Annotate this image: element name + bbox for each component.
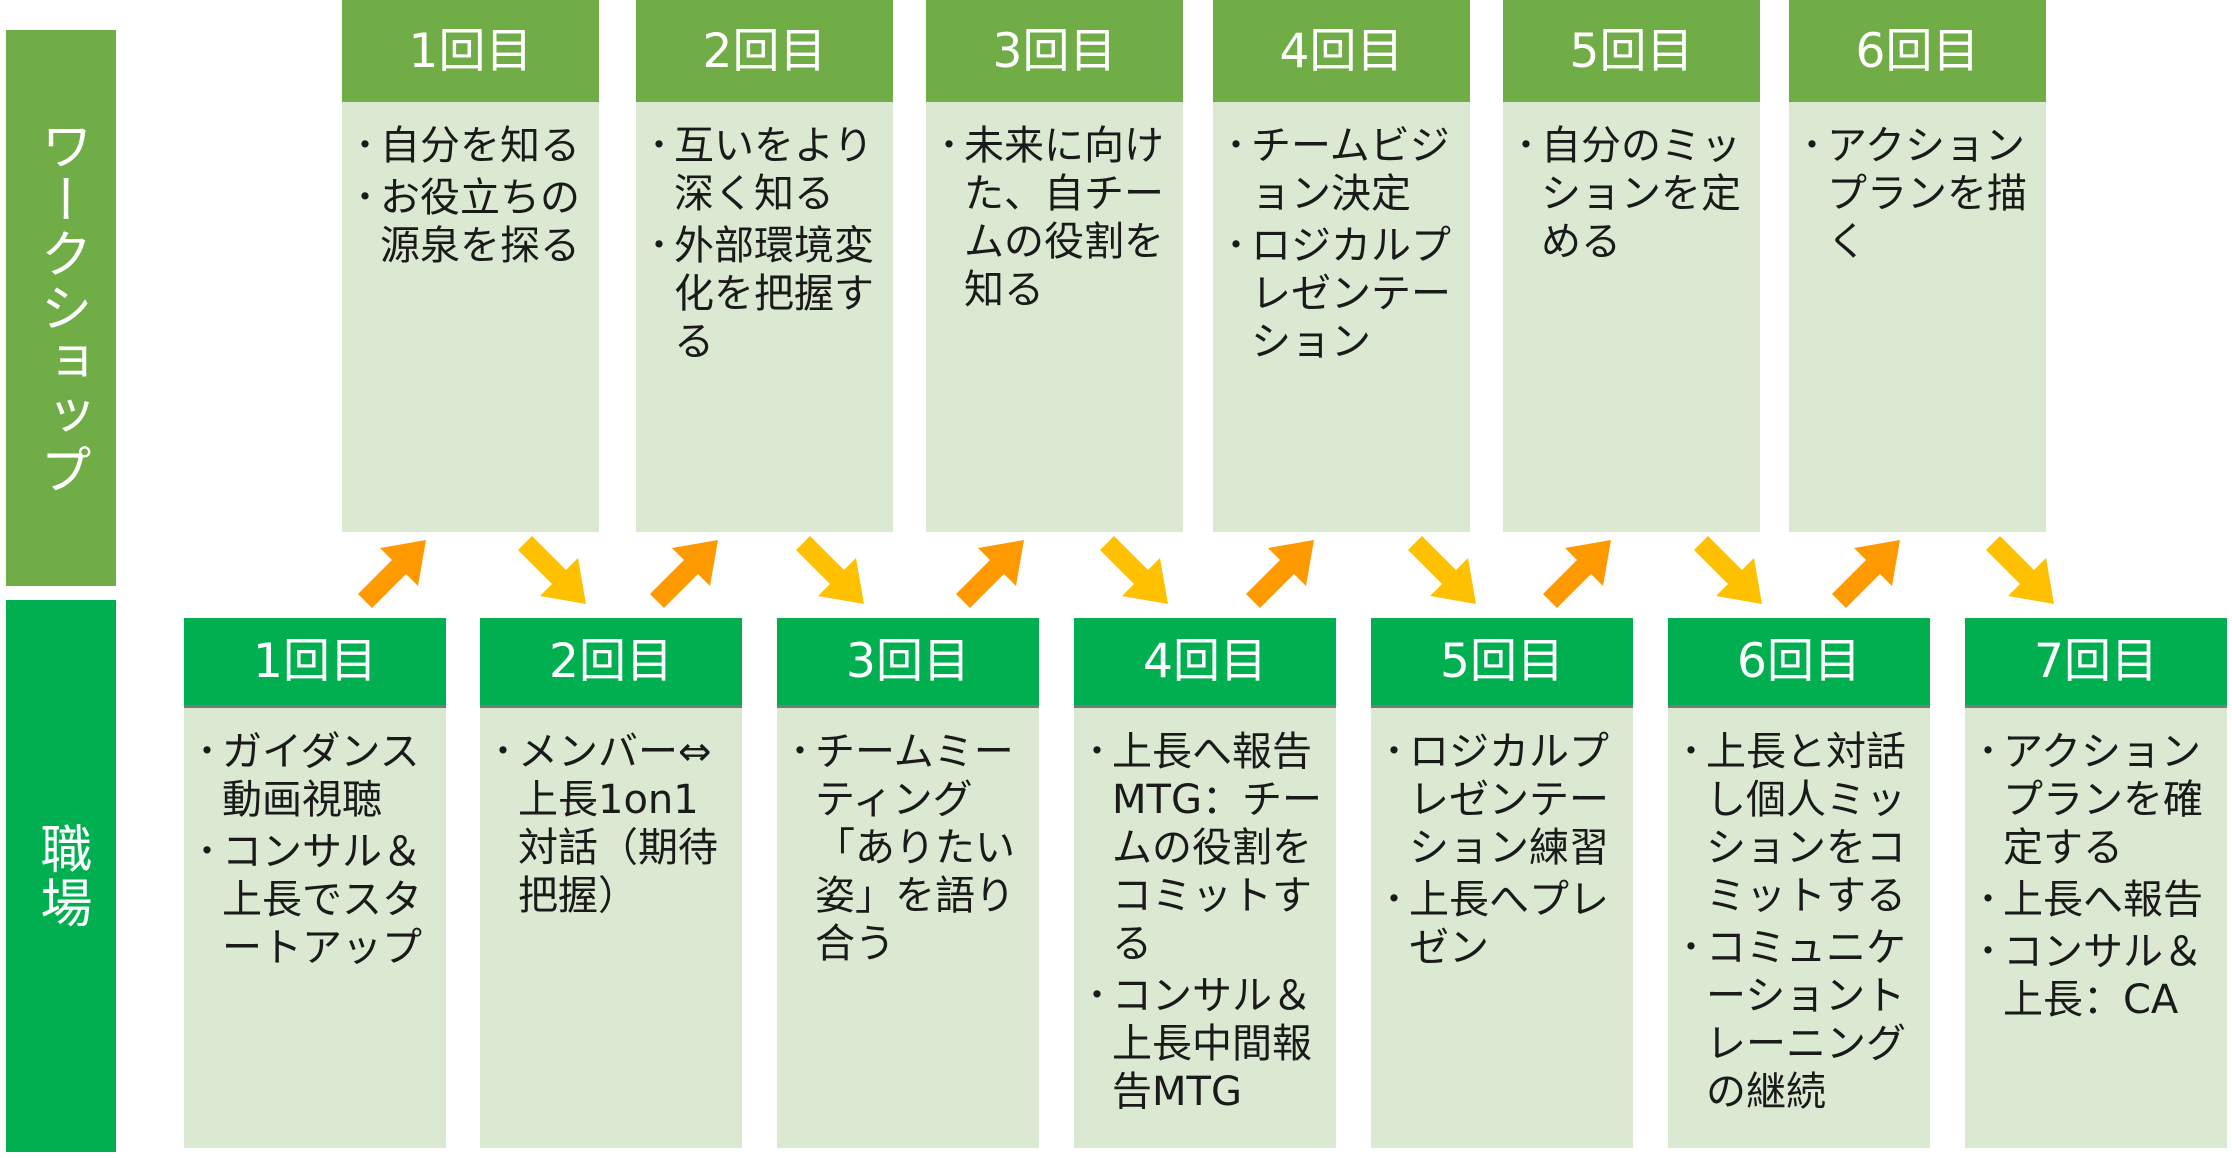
workplace-label-text: 職場 xyxy=(31,822,91,930)
session-item: 自分のミッションを定める xyxy=(1509,122,1750,266)
session-items: アクションプランを描く xyxy=(1789,122,2046,270)
session-item: 未来に向けた、自チームの役割を知る xyxy=(932,122,1173,314)
workshop-session-1: 1回目 自分を知る お役立ちの源泉を探る xyxy=(342,0,599,532)
arrow-up-right-icon xyxy=(650,540,718,608)
workshop-row-label: ワークショップ xyxy=(6,30,116,586)
workplace-session-2: 2回目 メンバー⇔上長1on1対話（期待把握） xyxy=(480,618,742,1148)
workplace-session-5: 5回目 ロジカルプレゼンテーション練習 上長へプレゼン xyxy=(1371,618,1633,1148)
session-items: 上長へ報告MTG：チームの役割をコミットする コンサル＆上長中間報告MTG xyxy=(1074,728,1336,1120)
arrow-up-right-icon xyxy=(956,540,1024,608)
session-item: アクションプランを確定する xyxy=(1971,728,2217,872)
session-title: 4回目 xyxy=(1213,0,1470,102)
session-item: コミュニケーショントレーニングの継続 xyxy=(1674,924,1920,1116)
workplace-session-6: 6回目 上長と対話し個人ミッションをコミットする コミュニケーショントレーニング… xyxy=(1668,618,1930,1148)
arrow-down-right-icon xyxy=(1694,536,1762,604)
session-item: アクションプランを描く xyxy=(1795,122,2036,266)
session-item: 上長と対話し個人ミッションをコミットする xyxy=(1674,728,1920,920)
arrow-up-right-icon xyxy=(1832,540,1900,608)
session-title: 5回目 xyxy=(1371,618,1633,708)
session-item: 外部環境変化を把握する xyxy=(642,222,883,366)
session-item: 自分を知る xyxy=(348,122,589,170)
session-item: コンサル＆上長でスタートアップ xyxy=(190,828,436,972)
session-items: アクションプランを確定する 上長へ報告 コンサル＆上長：CA xyxy=(1965,728,2227,1028)
session-item: チームミーティング「ありたい姿」を語り合う xyxy=(783,728,1029,968)
session-items: 未来に向けた、自チームの役割を知る xyxy=(926,122,1183,318)
workplace-session-1: 1回目 ガイダンス動画視聴 コンサル＆上長でスタートアップ xyxy=(184,618,446,1148)
session-items: チームミーティング「ありたい姿」を語り合う xyxy=(777,728,1039,972)
session-item: チームビジョン決定 xyxy=(1219,122,1460,218)
session-item: メンバー⇔上長1on1対話（期待把握） xyxy=(486,728,732,920)
session-items: 上長と対話し個人ミッションをコミットする コミュニケーショントレーニングの継続 xyxy=(1668,728,1930,1120)
session-title: 1回目 xyxy=(184,618,446,708)
session-items: 自分のミッションを定める xyxy=(1503,122,1760,270)
arrow-down-right-icon xyxy=(1408,536,1476,604)
session-item: コンサル＆上長：CA xyxy=(1971,928,2217,1024)
session-title: 3回目 xyxy=(926,0,1183,102)
session-item: 上長へ報告MTG：チームの役割をコミットする xyxy=(1080,728,1326,968)
workshop-session-5: 5回目 自分のミッションを定める xyxy=(1503,0,1760,532)
arrow-down-right-icon xyxy=(796,536,864,604)
session-title: 3回目 xyxy=(777,618,1039,708)
session-items: ロジカルプレゼンテーション練習 上長へプレゼン xyxy=(1371,728,1633,976)
workplace-session-7: 7回目 アクションプランを確定する 上長へ報告 コンサル＆上長：CA xyxy=(1965,618,2227,1148)
workshop-session-3: 3回目 未来に向けた、自チームの役割を知る xyxy=(926,0,1183,532)
session-items: チームビジョン決定 ロジカルプレゼンテーション xyxy=(1213,122,1470,370)
session-title: 6回目 xyxy=(1668,618,1930,708)
session-title: 6回目 xyxy=(1789,0,2046,102)
arrow-down-right-icon xyxy=(1100,536,1168,604)
session-title: 4回目 xyxy=(1074,618,1336,708)
workplace-session-3: 3回目 チームミーティング「ありたい姿」を語り合う xyxy=(777,618,1039,1148)
session-title: 1回目 xyxy=(342,0,599,102)
session-item: お役立ちの源泉を探る xyxy=(348,174,589,270)
session-title: 2回目 xyxy=(636,0,893,102)
session-items: 互いをより深く知る 外部環境変化を把握する xyxy=(636,122,893,370)
session-item: ガイダンス動画視聴 xyxy=(190,728,436,824)
session-item: ロジカルプレゼンテーション練習 xyxy=(1377,728,1623,872)
session-item: ロジカルプレゼンテーション xyxy=(1219,222,1460,366)
arrow-down-right-icon xyxy=(518,536,586,604)
session-item: コンサル＆上長中間報告MTG xyxy=(1080,972,1326,1116)
session-item: 上長へ報告 xyxy=(1971,876,2217,924)
session-items: メンバー⇔上長1on1対話（期待把握） xyxy=(480,728,742,924)
session-title: 7回目 xyxy=(1965,618,2227,708)
session-item: 互いをより深く知る xyxy=(642,122,883,218)
session-item: 上長へプレゼン xyxy=(1377,876,1623,972)
session-items: 自分を知る お役立ちの源泉を探る xyxy=(342,122,599,274)
workshop-session-6: 6回目 アクションプランを描く xyxy=(1789,0,2046,532)
arrow-down-right-icon xyxy=(1986,536,2054,604)
workshop-session-2: 2回目 互いをより深く知る 外部環境変化を把握する xyxy=(636,0,893,532)
workshop-label-text: ワークショップ xyxy=(31,119,91,497)
session-title: 2回目 xyxy=(480,618,742,708)
workshop-session-4: 4回目 チームビジョン決定 ロジカルプレゼンテーション xyxy=(1213,0,1470,532)
arrow-up-right-icon xyxy=(358,540,426,608)
workplace-session-4: 4回目 上長へ報告MTG：チームの役割をコミットする コンサル＆上長中間報告MT… xyxy=(1074,618,1336,1148)
session-title: 5回目 xyxy=(1503,0,1760,102)
workplace-row-label: 職場 xyxy=(6,600,116,1152)
arrow-up-right-icon xyxy=(1543,540,1611,608)
arrow-up-right-icon xyxy=(1246,540,1314,608)
session-items: ガイダンス動画視聴 コンサル＆上長でスタートアップ xyxy=(184,728,446,976)
